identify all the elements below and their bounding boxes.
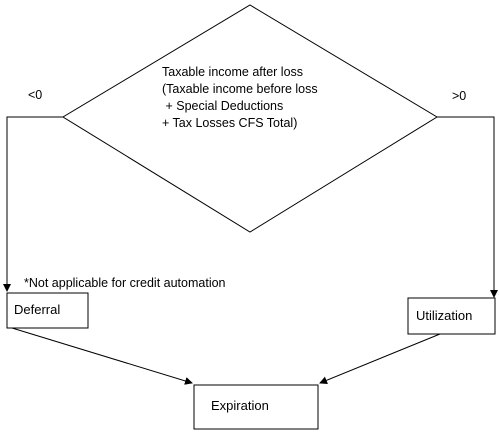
decision-label: Taxable income after loss (Taxable incom… xyxy=(162,64,318,132)
deferral-to-expiration-arrow xyxy=(11,327,193,385)
expiration-label: Expiration xyxy=(211,398,269,413)
decision-line-4: + Tax Losses CFS Total) xyxy=(162,116,298,130)
left-branch-connector xyxy=(3,116,63,292)
utilization-to-expiration-arrow xyxy=(319,333,441,385)
credit-automation-note: *Not applicable for credit automation xyxy=(24,276,226,290)
decision-line-3: + Special Deductions xyxy=(162,99,284,113)
left-branch-label: <0 xyxy=(28,88,43,102)
deferral-label: Deferral xyxy=(14,302,61,317)
utilization-box xyxy=(407,297,496,335)
expiration-box xyxy=(193,384,319,430)
decision-line-1: Taxable income after loss xyxy=(162,65,304,79)
deferral-box xyxy=(6,292,89,329)
decision-diamond xyxy=(62,4,438,233)
right-branch-connector xyxy=(437,116,498,298)
utilization-label: Utilization xyxy=(416,308,473,323)
right-branch-label: >0 xyxy=(452,89,467,103)
decision-line-2: (Taxable income before loss xyxy=(162,82,318,96)
